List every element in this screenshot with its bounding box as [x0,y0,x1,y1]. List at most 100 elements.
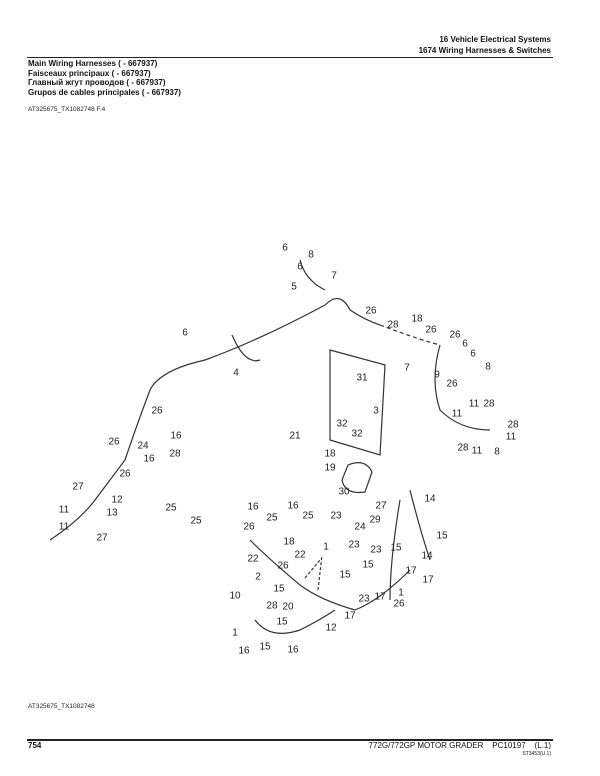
page-number: 754 [28,741,42,750]
callout-number: 20 [282,601,294,613]
callout-number: 16 [238,645,250,657]
harness-4 [231,334,261,362]
callout-number: 11 [505,431,517,443]
footer-lang: (L.1) [534,741,551,750]
callout-number: 17 [405,565,417,577]
footer-catalog: PC10197 [492,741,526,750]
callout-number: 15 [259,641,271,653]
callout-number: 23 [330,510,342,522]
callout-number: 8 [494,446,500,458]
header-rule [27,57,553,58]
footer-rule [27,739,553,741]
callout-number: 26 [365,305,377,317]
panel-31 [329,349,386,456]
callout-number: 4 [233,367,239,379]
section-title: 16 Vehicle Electrical Systems [439,35,551,44]
callout-number: 6 [470,348,476,360]
callout-number: 11 [468,398,480,410]
callout-number: 26 [151,405,163,417]
callout-number: 26 [119,468,131,480]
callout-number: 28 [169,448,181,460]
callout-number: 25 [165,502,177,514]
callout-number: 15 [276,616,288,628]
callout-number: 18 [411,313,423,325]
callout-number: 3 [373,405,379,417]
callout-number: 27 [96,532,108,544]
callout-number: 16 [170,430,182,442]
group-title: 1674 Wiring Harnesses & Switches [418,46,551,55]
callout-number: 26 [393,598,405,610]
callout-number: 1 [323,541,329,553]
callout-number: 15 [362,559,374,571]
callout-number: 13 [106,507,118,519]
footer-code: ST3453(U.1) [522,751,551,757]
footer-model: 772G/772GP MOTOR GRADER [368,741,484,750]
callout-number: 32 [336,418,348,430]
callout-number: 25 [266,512,278,524]
callout-number: 1 [232,627,238,639]
harness-left [49,359,206,541]
harness-5 [299,259,326,291]
callout-number: 14 [424,493,436,505]
callout-number: 6 [462,338,468,350]
callout-number: 28 [457,442,469,454]
callout-number: 27 [375,500,387,512]
leader-dashed [304,554,323,591]
callout-number: 24 [354,521,366,533]
callout-number: 8 [308,249,314,261]
callout-number: 30 [338,486,350,498]
harness-3 [434,344,491,431]
callout-number: 12 [325,622,337,634]
callout-number: 16 [287,644,299,656]
callout-number: 32 [351,428,363,440]
callout-number: 22 [247,553,259,565]
callout-number: 26 [277,560,289,572]
callout-number: 26 [108,436,120,448]
callout-number: 23 [348,539,360,551]
callout-number: 15 [273,583,285,595]
callout-number: 18 [324,448,336,460]
callout-number: 28 [266,600,278,612]
harness-lower [249,489,431,611]
callout-number: 11 [451,408,463,420]
callout-number: 15 [339,569,351,581]
callout-number: 25 [190,515,202,527]
callout-number: 31 [356,372,368,384]
cover-30 [341,462,373,494]
callout-number: 19 [324,462,336,474]
callout-number: 21 [289,430,301,442]
figure-ref-top: AT325675_TX1082748 F.4 [28,106,106,113]
callout-number: 18 [283,536,295,548]
callout-number: 9 [434,369,440,381]
callout-number: 26 [449,329,461,341]
callout-number: 5 [291,281,297,293]
title-es: Grupos de cables principales ( - 667937) [28,87,181,97]
callout-number: 11 [58,504,70,516]
callout-number: 22 [294,549,306,561]
callout-number: 16 [143,453,155,465]
harness-main-upper [204,298,381,361]
callout-number: 23 [358,593,370,605]
title-block: Main Wiring Harnesses ( - 667937) Faisce… [28,59,181,97]
callout-number: 28 [387,319,399,331]
callout-number: 26 [425,324,437,336]
harness-dashed [379,324,441,346]
callout-number: 16 [287,500,299,512]
callout-number: 29 [369,514,381,526]
footer-info: 772G/772GP MOTOR GRADER PC10197 (L.1) [369,741,551,750]
callout-number: 1 [398,587,404,599]
callout-number: 7 [331,270,337,282]
callout-number: 10 [229,590,241,602]
callout-number: 24 [137,440,149,452]
callout-number: 11 [471,445,483,457]
callout-number: 15 [436,530,448,542]
callout-number: 11 [58,521,70,533]
callout-number: 15 [390,542,402,554]
callout-number: 8 [485,361,491,373]
callout-number: 28 [507,419,519,431]
callout-number: 6 [297,261,303,273]
callout-number: 17 [422,574,434,586]
callout-number: 7 [404,362,410,374]
